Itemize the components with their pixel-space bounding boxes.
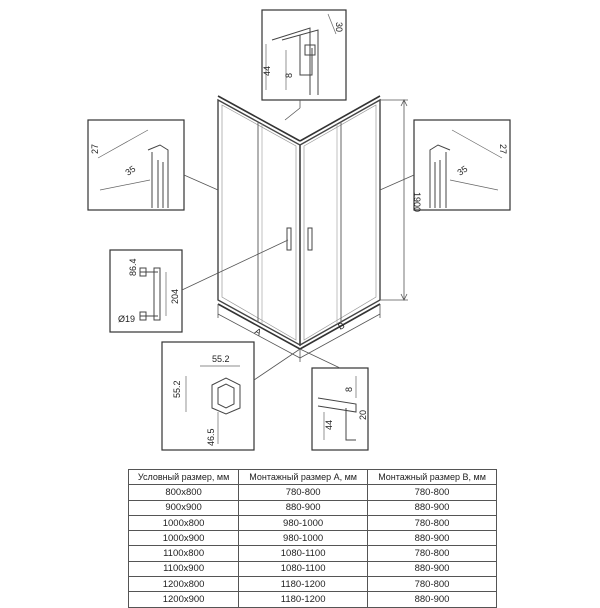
header-mount-size-a: Монтажный размер A, мм: [238, 468, 369, 486]
top-rail-detail: [261, 9, 347, 101]
right-profile-detail: [413, 119, 511, 211]
height-dimension: [380, 99, 408, 301]
side-a-label: A: [253, 326, 263, 338]
cell-size-b: 880-900: [367, 499, 497, 516]
base-dimensions: [217, 304, 381, 362]
left-dim-35: 35: [123, 164, 137, 178]
cell-nominal: 1100x800: [127, 545, 240, 562]
corner-dim-46-5: 46.5: [206, 428, 216, 446]
cell-size-b: 780-800: [367, 514, 497, 532]
right-dim-27: 27: [498, 144, 508, 154]
cell-nominal: 900x900: [127, 499, 240, 516]
cell-size-b: 780-800: [367, 576, 497, 593]
corner-dim-55-2-top: 55.2: [212, 354, 230, 364]
cell-size-a: 1180-1200: [238, 576, 369, 593]
bottom-rail-detail: [311, 367, 369, 451]
cell-size-b: 880-900: [367, 530, 497, 547]
height-dim-1900: 1900: [412, 192, 422, 212]
left-profile-detail: [87, 119, 185, 211]
handle-detail: [109, 249, 183, 333]
rail-dim-20: 20: [358, 410, 368, 420]
cell-size-b: 880-900: [367, 560, 497, 578]
side-b-label: B: [336, 320, 346, 332]
right-dim-35: 35: [455, 164, 469, 178]
handle-dim-204: 204: [170, 289, 180, 304]
cell-size-a: 980-1000: [238, 514, 369, 532]
left-dim-27: 27: [90, 144, 100, 154]
header-mount-size-b: Монтажный размер B, мм: [367, 468, 497, 486]
header-nominal-size: Условный размер, мм: [127, 468, 240, 486]
cell-nominal: 1100x900: [127, 560, 240, 578]
shower-enclosure: [217, 95, 381, 350]
bottom-corner-detail: [161, 341, 255, 451]
rail-dim-44: 44: [324, 420, 334, 430]
cell-nominal: 1000x900: [127, 530, 240, 547]
cell-nominal: 1000x800: [127, 514, 240, 532]
top-dim-44: 44: [262, 66, 272, 76]
table-header-row: Условный размер, мм Монтажный размер A, …: [127, 468, 497, 486]
size-table: Условный размер, мм Монтажный размер A, …: [127, 468, 497, 608]
cell-size-a: 880-900: [238, 499, 369, 516]
handle-dim-86-4: 86.4: [128, 258, 138, 276]
cell-nominal: 1200x800: [127, 576, 240, 593]
top-dim-8: 8: [284, 73, 294, 78]
handle-dim-diameter: Ø19: [118, 314, 135, 324]
cell-size-a: 1080-1100: [238, 545, 369, 562]
corner-dim-55-2-left: 55.2: [172, 380, 182, 398]
cell-size-a: 780-800: [238, 484, 369, 501]
cell-size-b: 780-800: [367, 545, 497, 562]
cell-size-a: 1080-1100: [238, 560, 369, 578]
cell-nominal: 800x800: [127, 484, 240, 501]
cell-size-b: 780-800: [367, 484, 497, 501]
cell-size-a: 980-1000: [238, 530, 369, 547]
top-dim-30: 30: [334, 22, 344, 32]
rail-dim-8: 8: [344, 387, 354, 392]
